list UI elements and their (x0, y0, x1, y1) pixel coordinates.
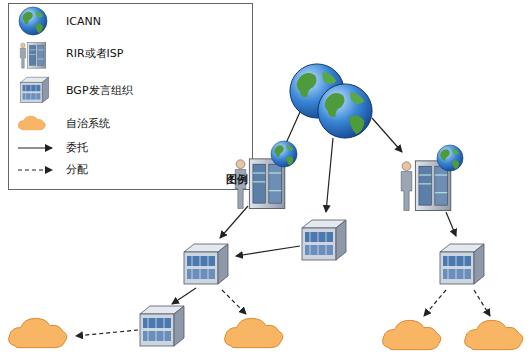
legend-title: 图例 (226, 173, 248, 186)
legend-entry: 自治系统 (66, 117, 110, 130)
legend-entry: BGP发言组织 (66, 84, 133, 97)
legend-entry: 委托 (66, 141, 88, 154)
legend-entry: ICANN (66, 15, 101, 28)
legend-entry: RIR或者ISP (66, 47, 123, 60)
legend-entry: 分配 (66, 163, 88, 176)
